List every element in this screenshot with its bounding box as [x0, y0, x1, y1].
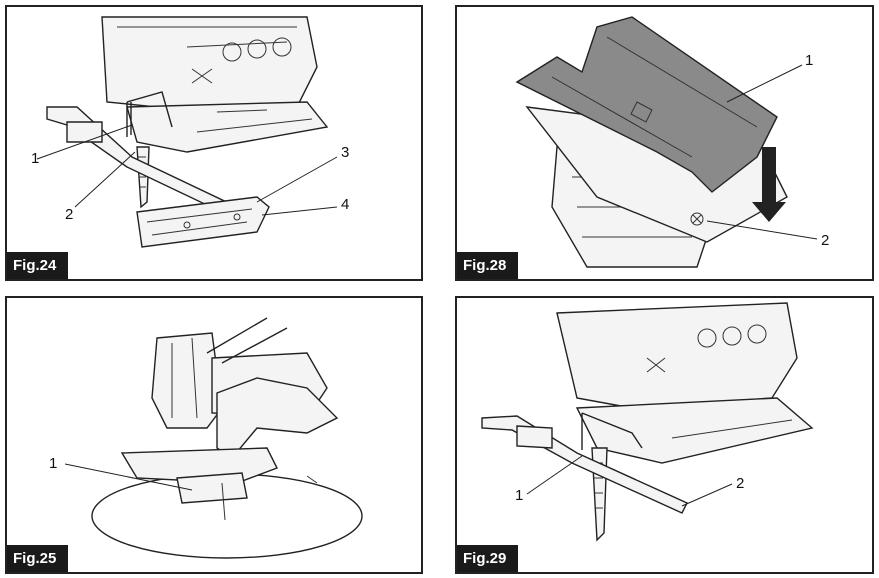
callout-number: 2 [65, 206, 74, 223]
figure-panel-fig24: 1 2 3 4 Fig.24 [5, 5, 423, 281]
jigsaw-base-cover-illustration [515, 16, 818, 268]
callout-number: 1 [49, 455, 58, 472]
callout-number: 1 [31, 150, 40, 167]
figure-panel-fig28: 1 2 Fig.28 [455, 5, 874, 281]
figure-label: Fig.28 [457, 252, 519, 279]
callout-number: 1 [515, 487, 524, 504]
jigsaw-circular-cut-illustration [64, 317, 363, 559]
callout-number: 2 [736, 475, 745, 492]
jigsaw-fence-removal-illustration [481, 302, 814, 542]
callout-number: 1 [805, 52, 814, 69]
figure-label: Fig.24 [7, 252, 69, 279]
figure-label: Fig.29 [457, 545, 519, 572]
callout-number: 2 [821, 232, 830, 249]
figure-panel-fig25: 1 Fig.25 [5, 296, 423, 574]
jigsaw-rip-fence-illustration [36, 16, 338, 248]
callout-number: 4 [341, 196, 350, 213]
figure-label: Fig.25 [7, 545, 69, 572]
callout-number: 3 [341, 144, 350, 161]
figure-panel-fig29: 1 2 Fig.29 [455, 296, 874, 574]
